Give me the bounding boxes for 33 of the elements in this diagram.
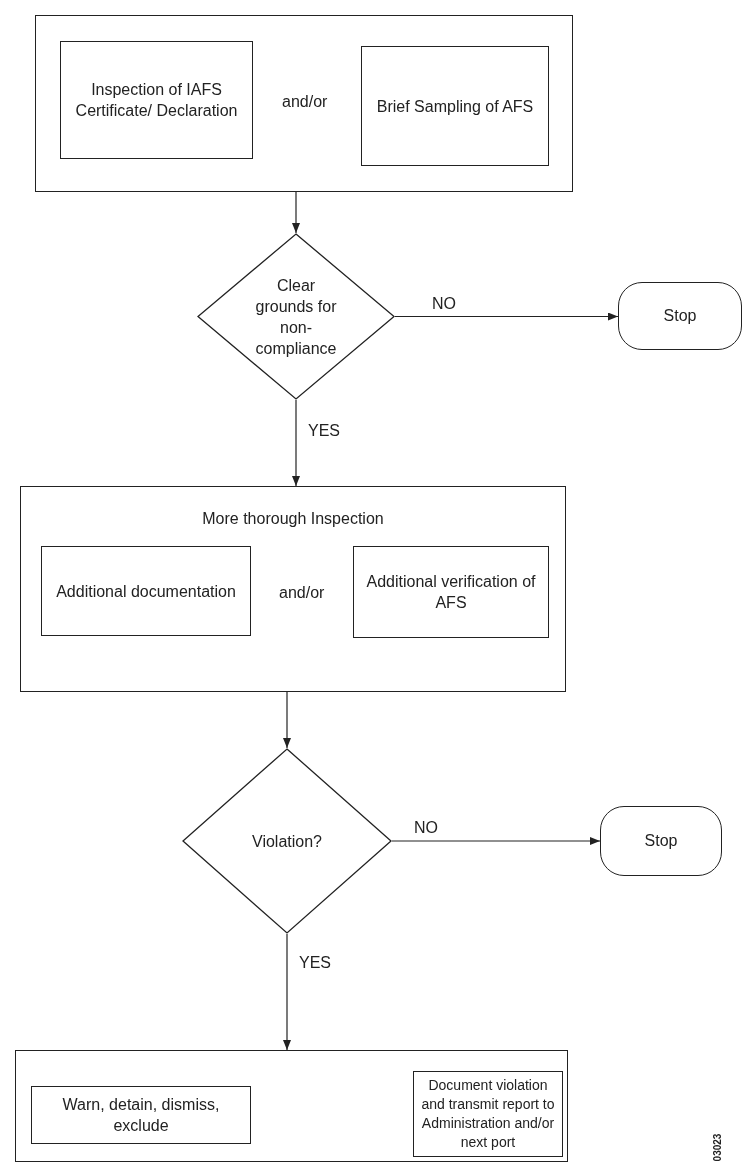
group-box <box>15 1050 568 1162</box>
process-box <box>31 1086 251 1144</box>
figure-number: 03023 <box>711 1133 725 1162</box>
process-box <box>353 546 549 638</box>
arrow <box>292 191 300 234</box>
terminal-text: Stop <box>644 831 678 851</box>
decision-text: Violation? <box>251 831 323 852</box>
group-box <box>20 486 566 692</box>
decision-diamond <box>197 233 395 400</box>
arrow <box>283 691 291 749</box>
arrow <box>391 837 601 845</box>
terminal-text: Stop <box>663 306 697 326</box>
process-text: Inspection of IAFS Certificate/ Declaration <box>74 80 239 121</box>
terminal-box <box>618 282 742 350</box>
connector-text: and/or <box>279 583 325 603</box>
process-box <box>413 1071 563 1157</box>
group-box <box>35 15 573 192</box>
process-box <box>60 41 253 159</box>
process-text: Additional documentation <box>56 581 236 602</box>
arrow <box>394 312 619 321</box>
connector-text: and/or <box>282 92 328 112</box>
process-text: Brief Sampling of AFS <box>376 96 534 117</box>
decision-text: Clear grounds for non-compliance <box>254 275 338 359</box>
process-text: Warn, detain, dismiss, exclude <box>61 1095 221 1136</box>
decision-diamond <box>182 748 392 934</box>
arrow <box>283 933 291 1051</box>
process-text: Document violation and transmit report to Administration and/or next port <box>420 1076 556 1152</box>
terminal-box <box>600 806 722 876</box>
heading-text: More thorough Inspection <box>201 509 385 529</box>
arrow <box>292 399 300 487</box>
process-box <box>41 546 251 636</box>
process-box <box>361 46 549 166</box>
process-text: Additional verification of AFS <box>365 572 537 613</box>
